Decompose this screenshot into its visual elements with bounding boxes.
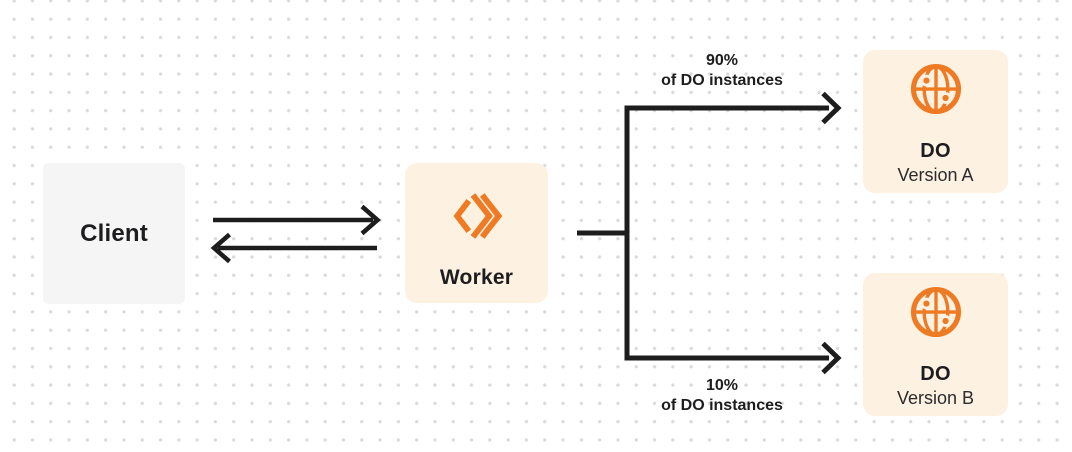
do-version-b-node: DO Version B [863, 273, 1008, 416]
client-to-worker-arrow [213, 204, 381, 236]
do-a-title: DO [920, 140, 951, 162]
do-b-title: DO [920, 363, 951, 385]
client-node: Client [43, 163, 185, 304]
branch-top-label: 90% of DO instances [607, 51, 837, 91]
do-b-subtitle: Version B [896, 388, 975, 408]
branch-top-percent: 90% [705, 52, 739, 69]
worker-node: Worker [405, 163, 548, 303]
worker-label: Worker [439, 266, 514, 289]
workers-chevrons-icon [449, 188, 505, 244]
client-label: Client [80, 219, 148, 247]
split-trunk-line [577, 105, 630, 361]
branch-top-line [627, 91, 842, 125]
durable-object-globe-icon [909, 285, 963, 339]
do-version-a-node: DO Version A [863, 50, 1008, 193]
do-a-subtitle: Version A [897, 165, 974, 185]
split-arrows [577, 91, 842, 375]
client-worker-arrows [210, 204, 381, 264]
durable-object-globe-icon [909, 62, 963, 116]
worker-to-client-arrow [210, 232, 377, 264]
branch-top-caption: of DO instances [661, 72, 783, 89]
branch-bottom-percent: 10% [705, 377, 739, 394]
branch-bottom-label: 10% of DO instances [607, 376, 837, 416]
branch-bottom-line [627, 341, 842, 375]
branch-bottom-caption: of DO instances [661, 397, 783, 414]
